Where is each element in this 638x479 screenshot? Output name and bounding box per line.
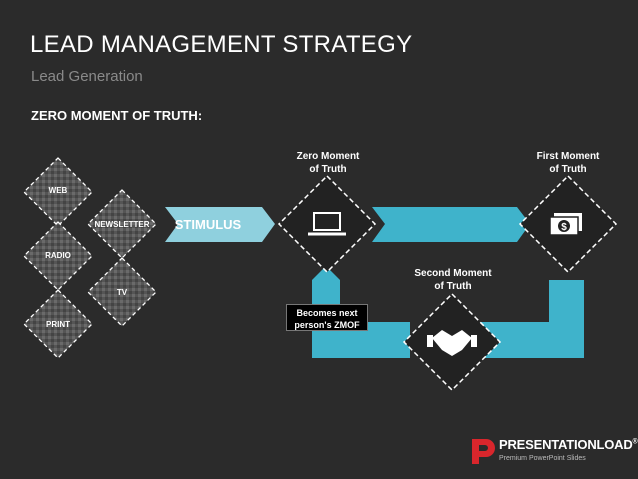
flow-arrow-zmot-to-fmot [372, 207, 530, 242]
laptop-icon [308, 212, 346, 236]
web-label: WEB [49, 186, 68, 195]
web-diamond: WEB [23, 157, 93, 227]
money-icon: $ [549, 213, 582, 236]
print-diamond: PRINT [23, 289, 93, 359]
newsletter-diamond: NEWSLETTER [87, 189, 157, 259]
fmot-diamond: $ [518, 174, 618, 274]
brand-tagline: Premium PowerPoint Slides [499, 455, 586, 462]
print-label: PRINT [46, 320, 70, 329]
newsletter-label: NEWSLETTER [94, 220, 149, 229]
radio-diamond: RADIO [23, 221, 93, 291]
smot-diamond [402, 292, 502, 392]
becomes-next-callout: Becomes next person's ZMOF [286, 304, 368, 331]
brand-name: PRESENTATIONLOAD® [499, 437, 638, 452]
fmot-label: First Moment of Truth [536, 151, 600, 175]
section-heading: ZERO MOMENT OF TRUTH: [31, 108, 203, 123]
slide-subtitle: Lead Generation [31, 68, 143, 85]
stimulus-arrow [165, 207, 275, 242]
tv-label: TV [117, 288, 128, 297]
svg-text:$: $ [561, 222, 567, 233]
tv-diamond: TV [87, 257, 157, 327]
stimulus-label: STIMULUS [175, 217, 242, 232]
zmot-diamond [277, 174, 377, 274]
smot-label: Second Moment of Truth [414, 268, 492, 292]
handshake-icon [427, 330, 477, 356]
zmot-label: Zero Moment of Truth [296, 151, 360, 175]
flow-arrow-smot-to-zmot [312, 266, 410, 358]
radio-label: RADIO [45, 251, 71, 260]
slide-title: LEAD MANAGEMENT STRATEGY [30, 31, 413, 58]
presentationload-logo-icon [472, 439, 495, 464]
